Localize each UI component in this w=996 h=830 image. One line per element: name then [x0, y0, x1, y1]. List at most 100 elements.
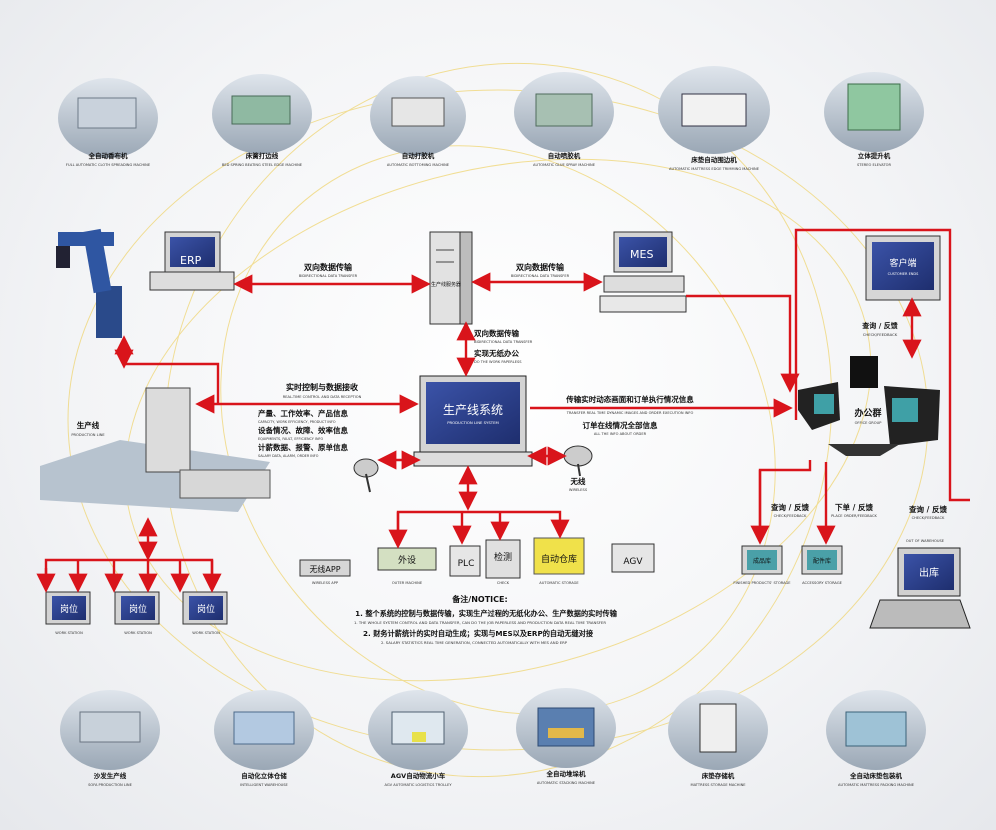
wireless-app-label-en: WIRELESS APP	[312, 581, 339, 585]
machine-label-en: STEREO ELEVATOR	[857, 163, 891, 167]
workstation-label: 岗位	[60, 603, 78, 615]
check-label: 检测	[494, 551, 512, 563]
machine-label-en: MATTRESS STORAGE MACHINE	[690, 783, 746, 787]
info-line-en: EQUIPMENTS, FAULT, EFFICIENCY INFO	[258, 437, 323, 441]
info-line: 设备情况、故障、效率信息	[258, 425, 348, 435]
order-feedback-label: 下单 / 反馈	[835, 502, 873, 512]
notice-line-2: 2. 财务计薪统计的实时自动生成；实现与MES以及ERP的自动无缝对接	[363, 629, 594, 638]
bidirectional-right-label-en: BIDIRECTIONAL DATA TRANSFER	[511, 274, 570, 278]
machine-label: 自动喷胶机	[548, 151, 581, 160]
machine-label-en: AGV AUTOMATIC LOGISTICS TROLLEY	[384, 783, 452, 787]
machine-cloth-spreading: 全自动香布机 FULL AUTOMATIC CLOTH SPREADING MA…	[58, 78, 158, 167]
machine-label: 床簧打边线	[246, 151, 279, 160]
machine-label-en: FULL AUTOMATIC CLOTH SPREADING MACHINE	[66, 163, 151, 167]
outer-machine-label: 外设	[398, 554, 416, 566]
satellite-dish-right: 无线 WIRELESS	[563, 445, 593, 492]
notice-line-1-en: 1. THE WHOLE SYSTEM CONTROL AND DATA TRA…	[354, 620, 606, 625]
center-system-label-en: PRODUCTION LINE SYSTEM	[447, 420, 499, 425]
workstation-3: 岗位 WORK STATION	[182, 591, 228, 635]
realtime-control-label: 实时控制与数据接收	[286, 382, 358, 392]
machine-agv-trolley: AGV自动物流小车 AGV AUTOMATIC LOGISTICS TROLLE…	[368, 690, 468, 787]
notice-title: 备注/NOTICE:	[451, 594, 507, 604]
order-online-label: 订单在线情况全部信息	[583, 420, 658, 430]
order-online-label-en: ALL THE INFO ABOUT ORDER	[594, 432, 647, 436]
production-line-image: 生产线 PRODUCTION LINE	[40, 387, 271, 512]
workstation-label: 岗位	[129, 603, 147, 615]
top-machines: 全自动香布机 FULL AUTOMATIC CLOTH SPREADING MA…	[58, 66, 924, 171]
customer-screen-label: 客户端	[889, 257, 916, 269]
robot-arm-image	[56, 228, 122, 338]
info-line-en: SALARY DATA, ALARM, ORDER INFO	[258, 454, 319, 458]
bidirectional-center-label: 双向数据传输	[474, 328, 519, 338]
bottom-machines: 沙发生产线 SOFA PRODUCTION LINE 自动化立体仓储 INTEL…	[60, 688, 926, 787]
finished-storage-terminal: 成品库 FINISHED PRODUCTS' STORAGE	[733, 545, 791, 585]
machine-edge-trimming: 床垫自动围边机 AUTOMATIC MATTRESS EDGE TRIMMING…	[658, 66, 770, 171]
machine-bottoming: 自动打胶机 AUTOMATIC BOTTOMING MACHINE	[370, 76, 466, 167]
wireless-label: 无线	[570, 476, 586, 486]
mes-computer: MES	[599, 231, 687, 313]
machine-stacking: 全自动堆垛机 AUTOMATIC STACKING MACHINE	[516, 688, 616, 785]
production-line-system: 生产线系统 PRODUCTION LINE SYSTEM	[413, 375, 533, 467]
machine-label-en: BED SPRING BEATING STEEL EDGE MACHINE	[222, 163, 303, 167]
notice-line-2-en: 2. SALARY STATISTICS REAL TIME GENERATIO…	[381, 640, 568, 645]
auto-storage-label-en: AUTOMATIC STORAGE	[539, 581, 579, 585]
erp-computer: ERP	[149, 231, 235, 291]
transmit-label-en: TRANSFER REAL TIME DYNAMIC IMAGES AND OR…	[566, 411, 694, 415]
check-device: 检测 CHECK	[485, 539, 521, 585]
check-label-en: CHECK	[497, 581, 510, 585]
query-feedback-1-label: 查询 / 反馈	[771, 502, 809, 512]
agv-label: AGV	[623, 557, 643, 567]
order-feedback-label-en: PLACE ORDER/FEEDBACK	[831, 514, 877, 518]
machine-label: 床垫自动围边机	[691, 155, 737, 164]
machine-glue-spray: 自动喷胶机 AUTOMATIC GLUE SPRAY MACHINE	[514, 72, 614, 167]
connectors	[36, 228, 970, 593]
info-line: 计薪数据、报警、原单信息	[258, 442, 348, 452]
notice: 备注/NOTICE: 1. 整个系统的控制与数据传输，实现生产过程的无纸化办公、…	[354, 594, 618, 645]
machine-sofa-line: 沙发生产线 SOFA PRODUCTION LINE	[60, 690, 160, 787]
bidirectional-left-label: 双向数据传输	[304, 262, 353, 272]
workstation-label-en: WORK STATION	[192, 631, 220, 635]
office-group-label: 办公群	[854, 407, 881, 419]
server-tower: 生产线服务器	[429, 231, 473, 325]
accessory-storage-label: ACCESSORY STORAGE	[802, 581, 843, 585]
plc-device: PLC	[449, 545, 481, 577]
info-lines: 产量、工作效率、产品信息 CAPACITY, WORK EFFICIENCY, …	[258, 408, 348, 458]
out-warehouse-laptop: 出库 OUT OF WAREHOUSE	[869, 539, 971, 629]
machine-label: 全自动床垫包装机	[849, 771, 903, 780]
erp-label: ERP	[180, 254, 202, 267]
plc-label: PLC	[458, 559, 475, 569]
paperless-label: 实现无纸办公	[474, 348, 519, 358]
machine-label: 自动化立体仓储	[241, 771, 287, 780]
transmit-label: 传输实时动态画面和订单执行情况信息	[565, 394, 694, 404]
workstation-1: 岗位 WORK STATION	[45, 591, 91, 635]
info-line-en: CAPACITY, WORK EFFICIENCY, PRODUCT INFO	[258, 420, 336, 424]
machine-label-en: AUTOMATIC MATTRESS EDGE TRIMMING MACHINE	[669, 167, 760, 171]
machine-mattress-storage: 床垫存储机 MATTRESS STORAGE MACHINE	[668, 690, 768, 787]
workstation-label: 岗位	[197, 603, 215, 615]
outer-machine-label-en: OUTER MACHINE	[392, 581, 423, 585]
auto-storage-label: 自动仓库	[541, 553, 577, 565]
workstation-label-en: WORK STATION	[124, 631, 152, 635]
out-warehouse-screen: 出库	[919, 566, 939, 579]
query-feedback-2-label: 查询 / 反馈	[909, 504, 947, 514]
machine-mattress-packing: 全自动床垫包装机 AUTOMATIC MATTRESS PACKING MACH…	[826, 690, 926, 787]
workstations: 岗位 WORK STATION 岗位 WORK STATION 岗位 WORK …	[45, 591, 228, 635]
customer-computer: 客户端 CUSTOMER ENDS 查询 / 反馈 CHECK/FEEDBACK	[862, 235, 941, 337]
wireless-app-label: 无线APP	[309, 564, 340, 574]
bidirectional-right-label: 双向数据传输	[516, 262, 565, 272]
auto-storage-device: 自动仓库 AUTOMATIC STORAGE	[533, 537, 585, 585]
machine-label-en: INTELLIGENT WAREHOUSE	[240, 783, 288, 787]
machine-bed-spring: 床簧打边线 BED SPRING BEATING STEEL EDGE MACH…	[212, 74, 312, 167]
machine-intelligent-warehouse: 自动化立体仓储 INTELLIGENT WAREHOUSE	[214, 690, 314, 787]
realtime-control-label-en: REAL-TIME CONTROL AND DATA RECEPTION	[283, 395, 362, 399]
machine-label: AGV自动物流小车	[391, 771, 446, 780]
outer-machine-device: 外设 OUTER MACHINE	[377, 547, 437, 585]
center-system-label: 生产线系统	[443, 403, 503, 417]
office-group: 办公群 OFFICE GROUP	[798, 356, 940, 456]
machine-label-en: AUTOMATIC STACKING MACHINE	[537, 781, 596, 785]
bidirectional-left-label-en: BIDIRECTIONAL DATA TRANSFER	[299, 274, 358, 278]
workstation-label-en: WORK STATION	[55, 631, 83, 635]
paperless-label-en: DO THE WORK PAPERLESS	[474, 360, 522, 364]
machine-label-en: AUTOMATIC GLUE SPRAY MACHINE	[533, 163, 596, 167]
office-group-label-en: OFFICE GROUP	[855, 421, 883, 425]
